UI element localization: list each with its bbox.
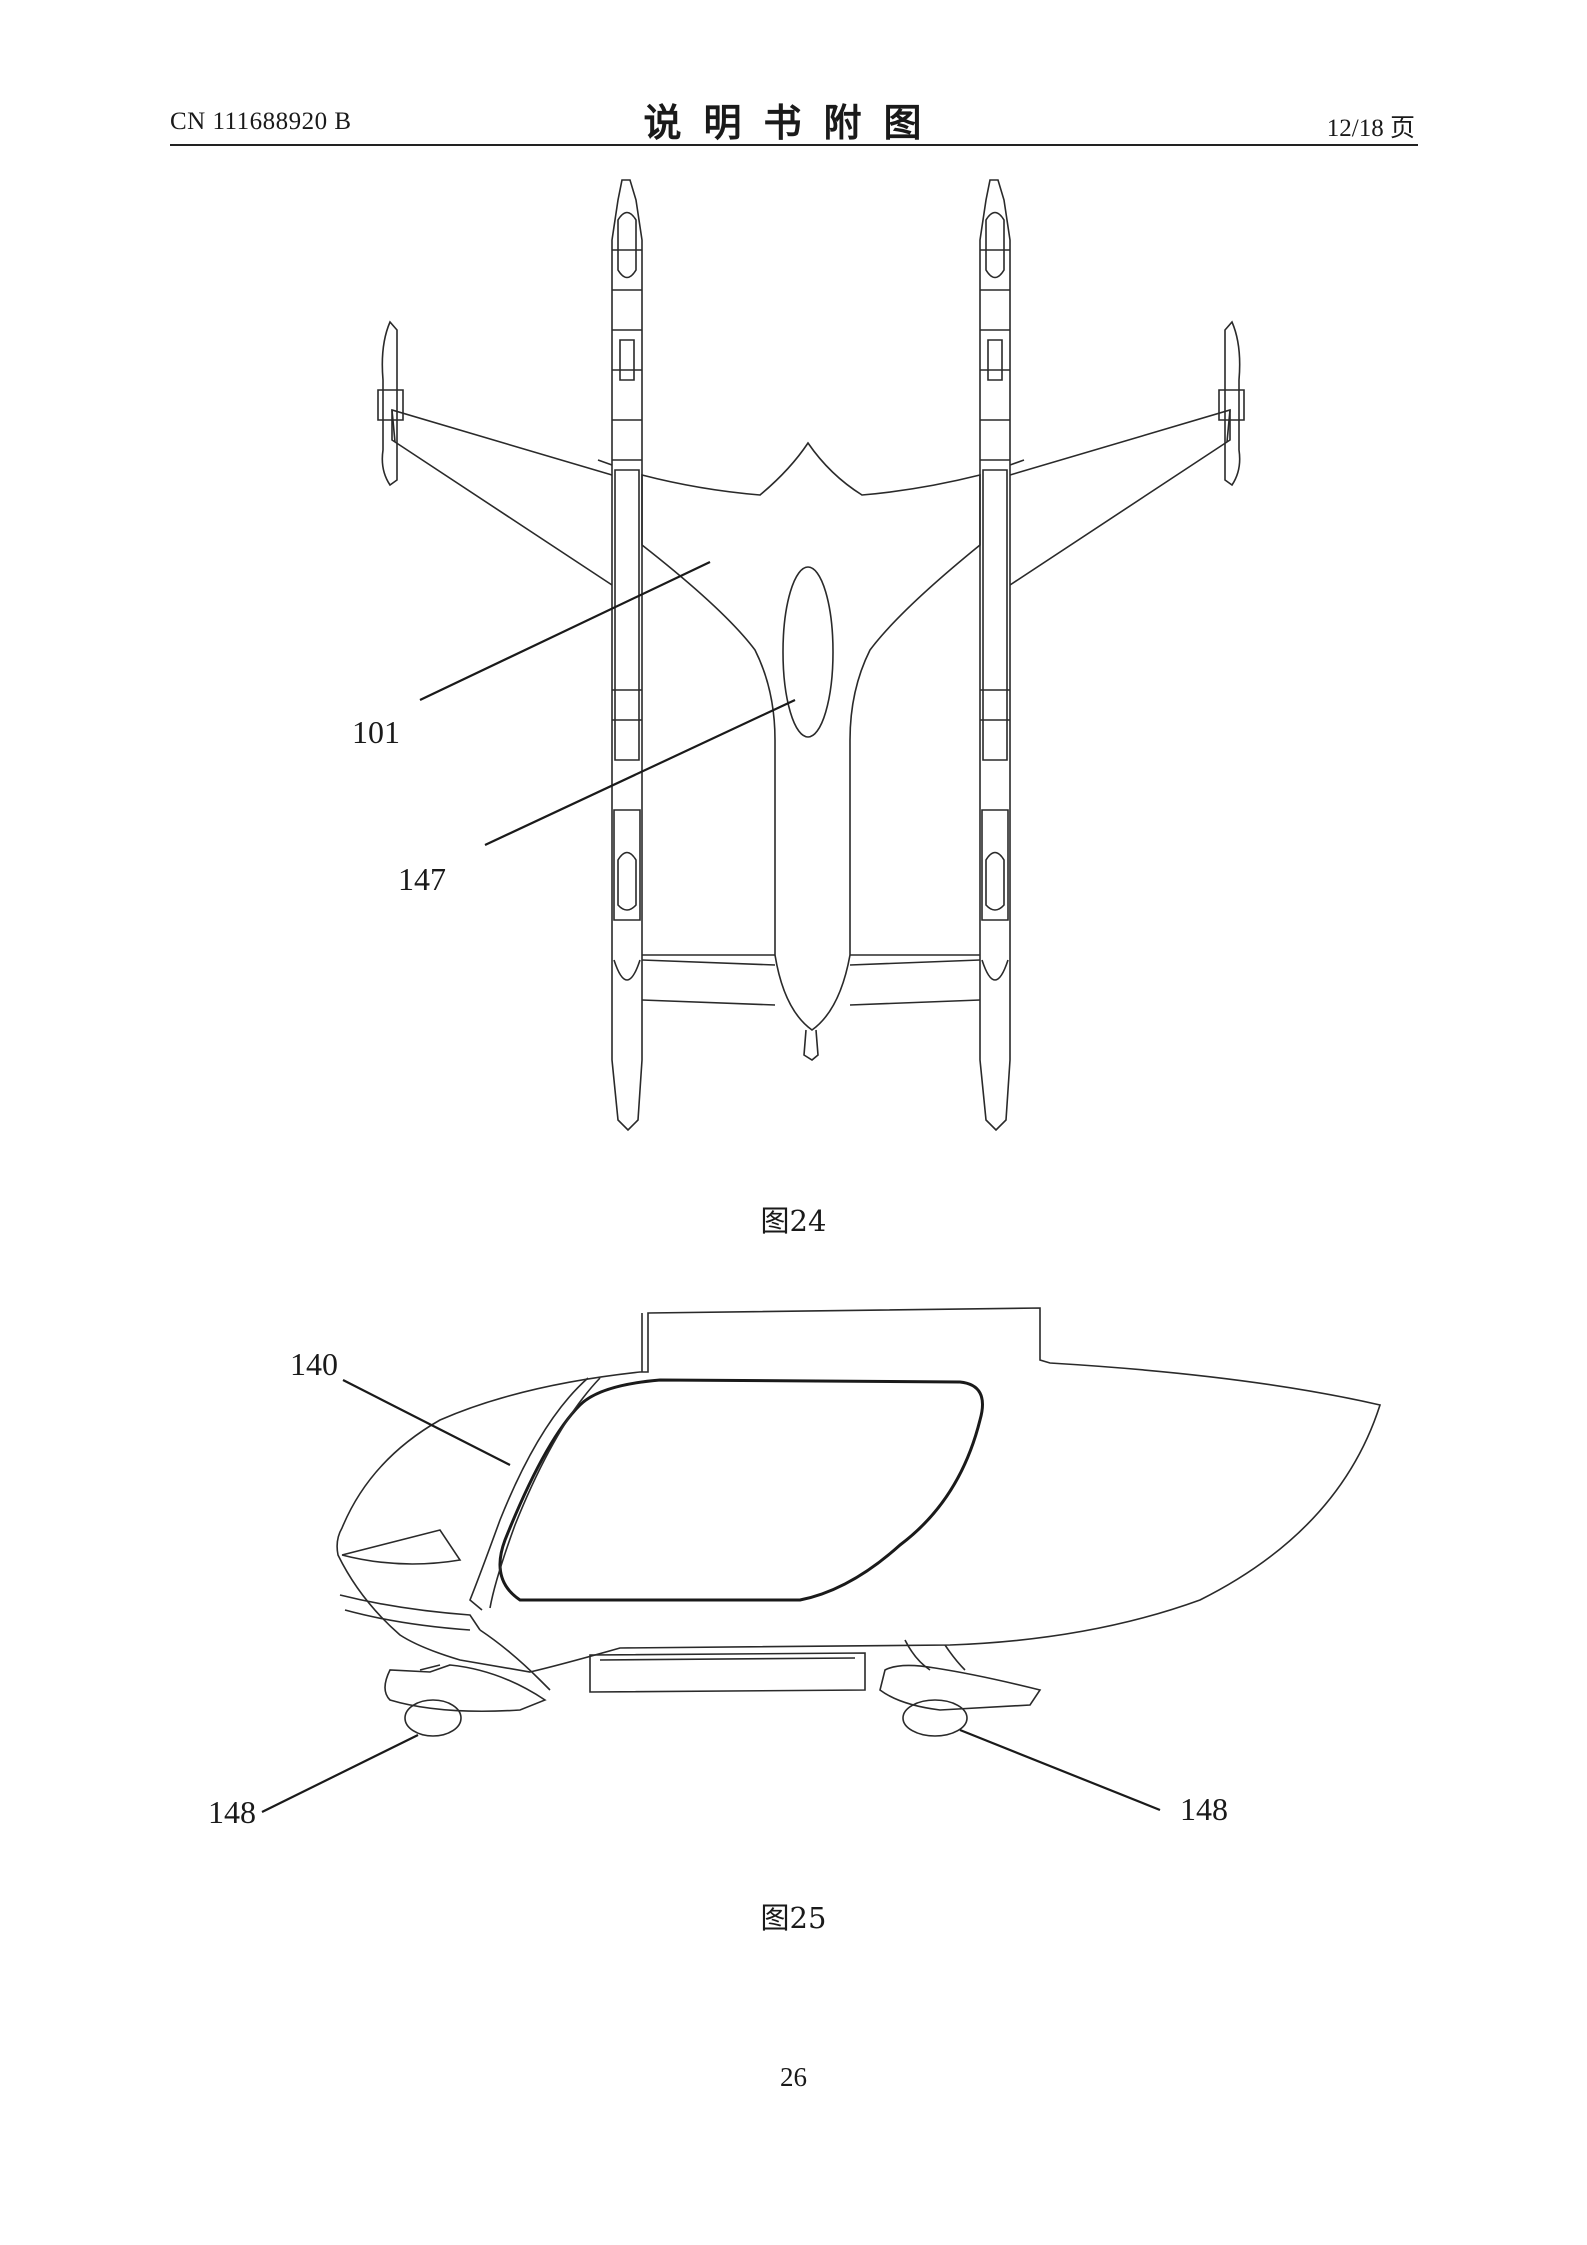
leader-148-right xyxy=(959,1728,1161,1812)
right-boom xyxy=(979,179,1011,1132)
page-number: 26 xyxy=(780,2062,807,2092)
leader-140 xyxy=(342,1379,511,1466)
section-title: 说明书附图 xyxy=(643,101,944,145)
figure-25-drawing: 140 148 148 xyxy=(208,1307,1382,1830)
figure-24-caption: 图24 xyxy=(760,1204,827,1238)
figure-24-drawing: 101 147 xyxy=(352,179,1245,1132)
leader-147 xyxy=(484,699,796,846)
label-101: 101 xyxy=(352,714,400,750)
header-rule xyxy=(170,144,1418,146)
leader-148-left xyxy=(261,1734,419,1813)
right-outer-wing xyxy=(1009,320,1245,586)
label-148-right: 148 xyxy=(1180,1791,1228,1827)
left-outer-wing xyxy=(377,320,613,586)
figure-25-caption: 图25 xyxy=(760,1901,827,1935)
right-landing-gear xyxy=(879,1639,1042,1737)
left-landing-gear xyxy=(384,1664,547,1737)
fuselage-body xyxy=(641,441,981,1061)
label-140: 140 xyxy=(290,1346,338,1382)
patent-number: CN 111688920 B xyxy=(170,108,352,135)
label-148-left: 148 xyxy=(208,1794,256,1830)
page-of-total: 12/18 页 xyxy=(1326,115,1415,142)
cabin-body xyxy=(336,1307,1382,1693)
leader-101 xyxy=(419,561,711,701)
left-boom xyxy=(611,179,643,1132)
label-147: 147 xyxy=(398,861,446,897)
